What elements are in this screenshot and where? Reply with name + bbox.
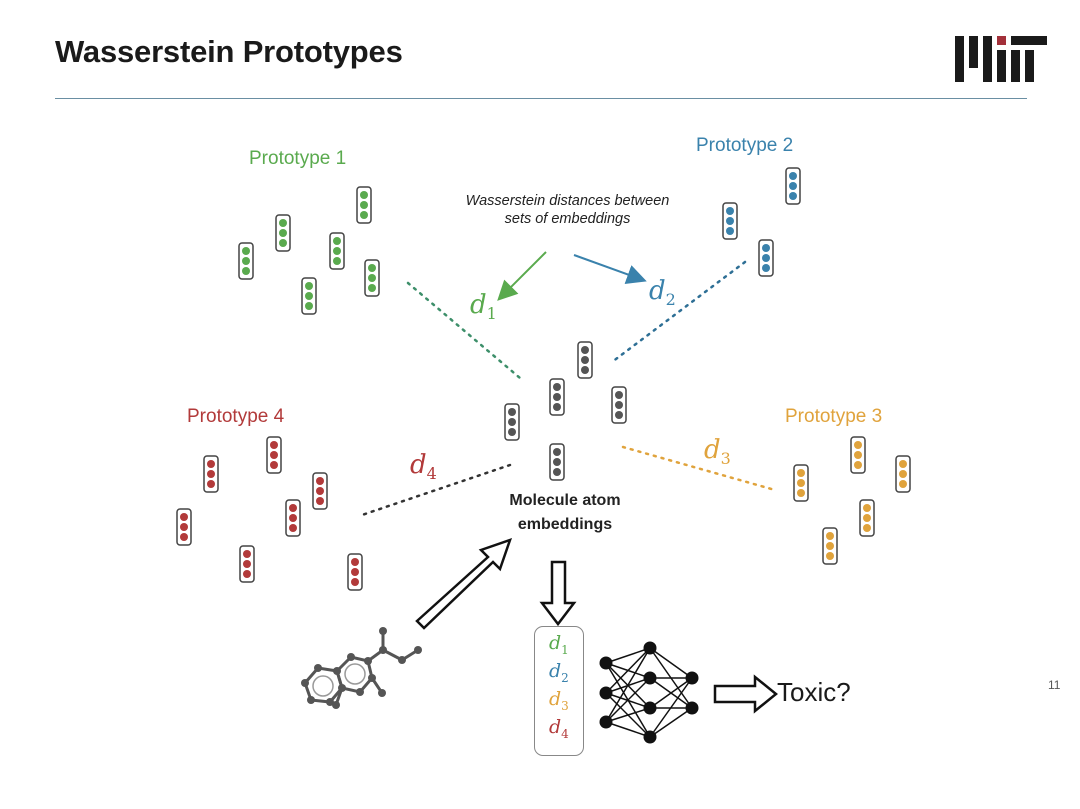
toxic-output-label: Toxic? xyxy=(777,677,851,707)
distance-vector-box xyxy=(534,626,584,756)
nn-edge xyxy=(605,647,651,694)
prototype-1-embeddings xyxy=(238,186,380,315)
distance-line-1 xyxy=(406,281,522,380)
p3-vector-5 xyxy=(822,527,838,565)
vector-d4: d4 xyxy=(549,716,569,741)
nn-node xyxy=(599,686,613,700)
arrow-to-d1 xyxy=(497,251,547,301)
p2-vector-3 xyxy=(758,239,774,277)
distance-caption: Wasserstein distances between sets of em… xyxy=(440,192,695,228)
vector-d2: d2 xyxy=(549,660,569,685)
p2-vector-1 xyxy=(785,167,801,205)
p1-vector-5 xyxy=(364,259,380,297)
p1-vector-4 xyxy=(329,232,345,270)
title-divider xyxy=(55,98,1027,99)
slide-number: 11 xyxy=(1048,678,1061,692)
molecule-inner-rings xyxy=(312,663,366,697)
prototype-1-label: Prototype 1 xyxy=(249,148,347,169)
nn-edge xyxy=(605,707,651,723)
p4-vector-7 xyxy=(347,553,363,591)
caption-line-1: Wasserstein distances between xyxy=(465,193,670,209)
nn-node xyxy=(643,701,657,715)
prototype-2-embeddings xyxy=(722,167,801,277)
nn-edge xyxy=(649,707,693,738)
p4-vector-1 xyxy=(266,436,282,474)
p3-vector-3 xyxy=(793,464,809,502)
nn-edge xyxy=(649,677,693,709)
arrow-to-d2 xyxy=(573,254,647,284)
p1-vector-2 xyxy=(275,214,291,252)
p1-vector-1 xyxy=(356,186,372,224)
mol-vector-1 xyxy=(577,341,593,379)
molecule-embeddings-label: Molecule atom embeddings xyxy=(480,489,650,537)
vector-d3: d3 xyxy=(549,688,569,713)
network-to-toxic-arrow xyxy=(713,674,778,714)
p4-vector-4 xyxy=(176,508,192,546)
nn-node xyxy=(685,671,699,685)
neural-network-nodes xyxy=(599,641,699,744)
nn-node xyxy=(643,671,657,685)
distance-d3-label: d3 xyxy=(704,435,731,469)
nn-node xyxy=(599,656,613,670)
nn-edge xyxy=(605,677,651,723)
slide-title: Wasserstein Prototypes xyxy=(55,34,403,69)
prototype-3-label: Prototype 3 xyxy=(785,406,883,427)
nn-edge xyxy=(605,647,651,664)
p2-vector-2 xyxy=(722,202,738,240)
p3-vector-2 xyxy=(895,455,911,493)
nn-node xyxy=(599,715,613,729)
nn-edge xyxy=(649,677,693,738)
embeddings-to-vector-arrow xyxy=(539,560,577,627)
molecule-atoms xyxy=(301,627,422,709)
mol-vector-4 xyxy=(504,403,520,441)
molecule-to-embeddings-arrow xyxy=(415,537,513,630)
p1-vector-6 xyxy=(301,277,317,315)
nn-node xyxy=(643,641,657,655)
mol-vector-5 xyxy=(549,443,565,481)
distance-line-3 xyxy=(621,445,777,492)
nn-node xyxy=(685,701,699,715)
prototype-2-label: Prototype 2 xyxy=(696,135,794,156)
distance-line-4 xyxy=(360,463,512,517)
prototype-3-embeddings xyxy=(793,436,911,565)
p1-vector-3 xyxy=(238,242,254,280)
distance-line-2 xyxy=(610,260,747,364)
prototype-4-label: Prototype 4 xyxy=(187,406,285,427)
mol-vector-3 xyxy=(611,386,627,424)
p4-vector-3 xyxy=(312,472,328,510)
caption-line-2: sets of embeddings xyxy=(504,211,631,227)
molecule-embeddings xyxy=(504,341,627,481)
p4-vector-2 xyxy=(203,455,219,493)
neural-network xyxy=(605,647,693,738)
distance-d2-label: d2 xyxy=(649,276,676,310)
nn-edge xyxy=(605,647,651,723)
p3-vector-4 xyxy=(859,499,875,537)
p3-vector-1 xyxy=(850,436,866,474)
nn-edge xyxy=(649,647,693,679)
distance-d1-label: d1 xyxy=(470,290,497,324)
molecule-label-line-1: Molecule atom xyxy=(509,492,621,509)
p4-vector-6 xyxy=(239,545,255,583)
mol-vector-2 xyxy=(549,378,565,416)
vector-d1: d1 xyxy=(549,632,569,657)
mit-logo xyxy=(955,36,1047,82)
distance-d4-label: d4 xyxy=(410,450,437,484)
p4-vector-5 xyxy=(285,499,301,537)
nn-edge xyxy=(605,721,651,738)
nn-node xyxy=(643,730,657,744)
molecule-label-line-2: embeddings xyxy=(517,516,613,533)
prototype-4-embeddings xyxy=(176,436,363,591)
